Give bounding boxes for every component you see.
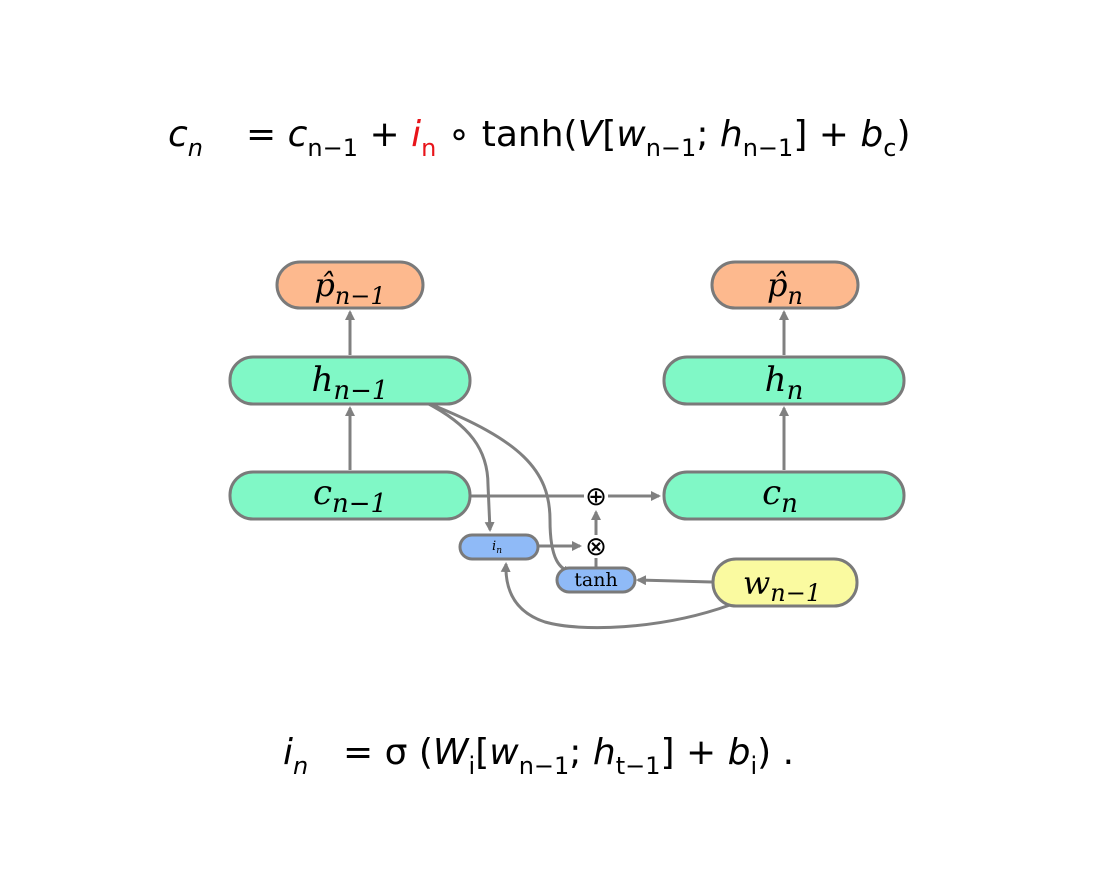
equation-bottom-part-4: w <box>489 732 519 773</box>
equation-top-rhs: = cn−1 + in ∘ tanh(V[wn−1; hn−1] + bc) <box>246 114 911 162</box>
nodes: p̂n−1 p̂n hn−1 hn cn <box>228 260 906 608</box>
node-p-hat-curr-label: p̂n <box>767 266 803 310</box>
node-h-curr-label: hn <box>765 360 804 406</box>
equation-top-part-0: = <box>246 114 288 155</box>
node-i-gate-box <box>458 533 540 561</box>
node-w-prev-box <box>711 557 859 608</box>
node-c-curr-label: cn <box>762 473 798 519</box>
node-w-prev: wn−1 <box>711 557 859 608</box>
equation-bottom-part-9: ] + <box>661 732 728 773</box>
equation-bottom-part-5: n−1 <box>519 752 570 780</box>
node-c-curr: cn <box>662 470 906 521</box>
equation-top-part-5: n <box>421 134 436 162</box>
equation-top-part-13: n−1 <box>743 134 794 162</box>
equation-bottom-part-2: i <box>469 752 476 780</box>
equation-bottom-part-3: [ <box>475 732 489 773</box>
node-tanh-gate-label: tanh <box>574 569 617 591</box>
node-i-gate: in <box>458 533 540 561</box>
equation-bottom: in = σ (Wi[wn−1; ht−1] + bi) . <box>283 732 794 780</box>
equation-bottom-part-10: b <box>728 732 751 773</box>
node-tanh-gate-box <box>555 566 637 594</box>
equation-top-part-2: n−1 <box>307 134 358 162</box>
node-h-prev-box <box>228 355 472 406</box>
node-c-curr-box <box>662 470 906 521</box>
edges <box>345 310 789 630</box>
equation-bottom-rhs: = σ (Wi[wn−1; ht−1] + bi) . <box>343 732 794 780</box>
node-h-prev: hn−1 <box>228 355 472 406</box>
equation-top-part-6: ∘ tanh( <box>436 114 577 155</box>
equation-top-part-4: i <box>411 114 421 155</box>
equation-bottom-part-1: W <box>433 732 470 773</box>
equation-bottom-part-6: ; <box>569 732 593 773</box>
equation-top-part-16: c <box>883 134 896 162</box>
node-h-prev-label: hn−1 <box>312 360 389 406</box>
node-h-curr: hn <box>662 355 906 406</box>
edge-h-prev-to-tanh <box>429 402 574 576</box>
equation-top-part-7: V <box>578 114 605 155</box>
equation-top-part-11: ; <box>696 114 720 155</box>
node-c-prev-box <box>228 470 472 521</box>
add-operator-icon: ⊕ <box>585 482 607 512</box>
equation-top-part-9: w <box>616 114 646 155</box>
equation-bottom-part-12: ) . <box>757 732 794 773</box>
equation-top-part-12: h <box>720 114 743 155</box>
node-i-gate-label: in <box>492 539 502 556</box>
equation-top-part-14: ] + <box>793 114 860 155</box>
equation-top: cn = cn−1 + in ∘ tanh(V[wn−1; hn−1] + bc… <box>168 114 911 162</box>
node-tanh-gate: tanh <box>555 566 637 594</box>
equation-bottom-part-0: = σ ( <box>343 732 433 773</box>
node-p-hat-curr-box <box>710 260 860 310</box>
edge-h-prev-to-i-gate <box>424 400 495 532</box>
node-h-curr-box <box>662 355 906 406</box>
operators: ⊕ ⊗ <box>585 482 607 562</box>
node-p-hat-curr: p̂n <box>710 260 860 310</box>
node-c-prev: cn−1 <box>228 470 472 521</box>
equation-top-part-8: [ <box>602 114 616 155</box>
equation-top-part-10: n−1 <box>646 134 697 162</box>
equation-bottom-lhs: in <box>283 732 308 780</box>
edge-w-prev-to-i-gate <box>500 562 731 630</box>
node-p-hat-prev: p̂n−1 <box>275 260 425 310</box>
equation-bottom-part-8: t−1 <box>616 752 661 780</box>
node-p-hat-prev-box <box>275 260 425 310</box>
equation-bottom-part-11: i <box>750 752 757 780</box>
equation-top-part-17: ) <box>896 114 910 155</box>
equation-top-part-15: b <box>860 114 883 155</box>
node-w-prev-label: wn−1 <box>743 564 821 607</box>
equation-bottom-part-7: h <box>593 732 616 773</box>
node-c-prev-label: cn−1 <box>313 473 387 519</box>
equation-top-lhs: cn <box>168 114 203 162</box>
edge-w-prev-to-tanh <box>636 575 713 586</box>
equation-top-part-3: + <box>358 114 411 155</box>
equation-top-part-1: c <box>288 114 308 155</box>
node-p-hat-prev-label: p̂n−1 <box>314 266 385 310</box>
multiply-operator-icon: ⊗ <box>585 532 607 562</box>
